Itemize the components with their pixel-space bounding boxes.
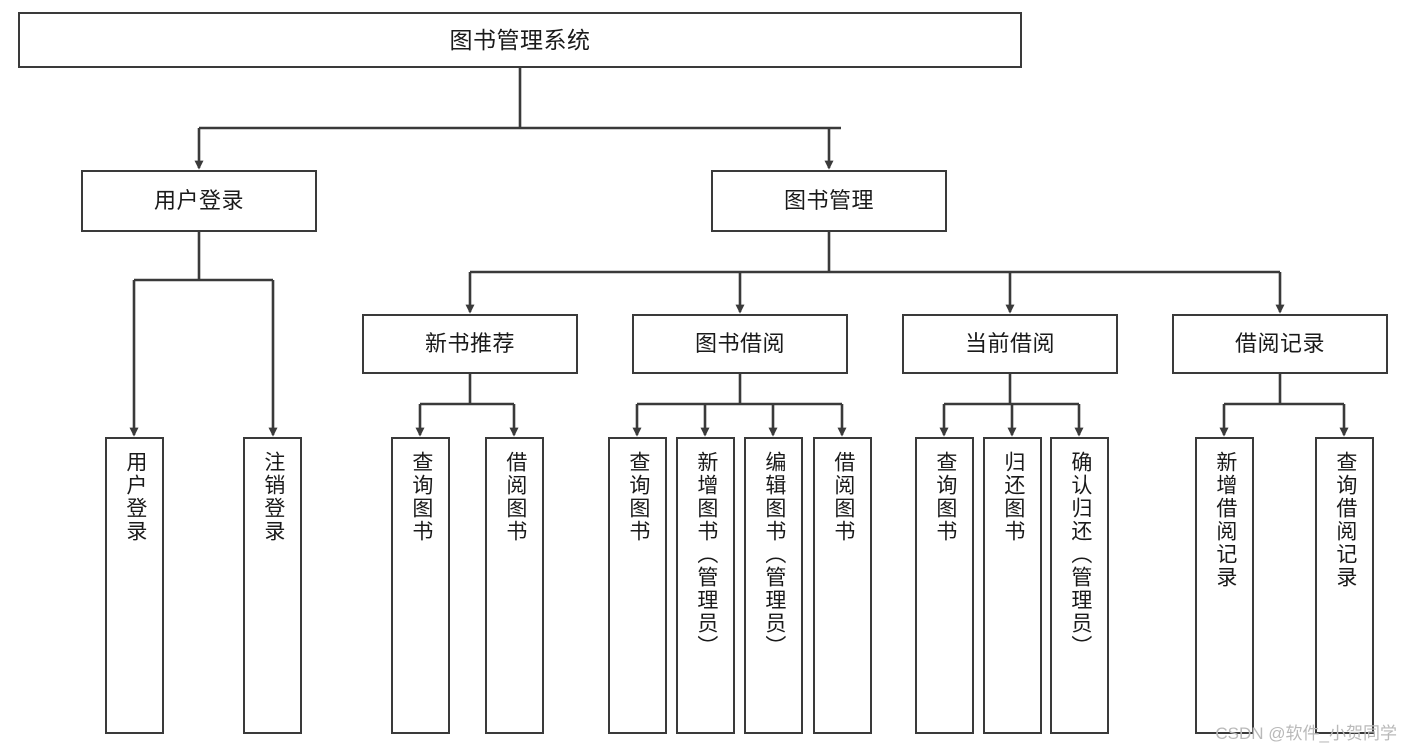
node-label: 查询图书 bbox=[409, 451, 433, 543]
node-label: 查询图书 bbox=[626, 451, 650, 543]
node-leaf-query-borrow-record[interactable]: 查询借阅记录 bbox=[1315, 437, 1374, 734]
node-label: 图书管理系统 bbox=[449, 26, 591, 53]
node-leaf-query-book-recommend[interactable]: 查询图书 bbox=[391, 437, 450, 734]
node-label: 归还图书 bbox=[1001, 451, 1025, 543]
node-label: 用户登录 bbox=[123, 451, 147, 543]
node-leaf-user-login[interactable]: 用户登录 bbox=[105, 437, 164, 734]
node-leaf-logout[interactable]: 注销登录 bbox=[243, 437, 302, 734]
node-label: 借阅图书 bbox=[831, 451, 855, 543]
node-label: 图书借阅 bbox=[694, 330, 785, 356]
node-label: 注销登录 bbox=[261, 451, 285, 543]
watermark: CSDN @软件_小贺同学 bbox=[1215, 724, 1397, 743]
node-new-book-recommendation[interactable]: 新书推荐 bbox=[362, 314, 578, 374]
node-label: 查询借阅记录 bbox=[1333, 451, 1357, 589]
node-label: 新增图书（管理员） bbox=[694, 451, 718, 658]
node-borrow-record[interactable]: 借阅记录 bbox=[1172, 314, 1388, 374]
node-label: 当前借阅 bbox=[964, 330, 1055, 356]
node-label: 查询图书 bbox=[933, 451, 957, 543]
node-leaf-borrow-book-recommend[interactable]: 借阅图书 bbox=[485, 437, 544, 734]
node-leaf-borrow-book[interactable]: 借阅图书 bbox=[813, 437, 872, 734]
node-leaf-query-book-borrow[interactable]: 查询图书 bbox=[608, 437, 667, 734]
node-leaf-edit-book-admin[interactable]: 编辑图书（管理员） bbox=[744, 437, 803, 734]
node-book-borrow[interactable]: 图书借阅 bbox=[632, 314, 848, 374]
node-label: 新书推荐 bbox=[424, 330, 515, 356]
node-leaf-add-book-admin[interactable]: 新增图书（管理员） bbox=[676, 437, 735, 734]
node-label: 确认归还（管理员） bbox=[1068, 451, 1092, 658]
node-current-borrow[interactable]: 当前借阅 bbox=[902, 314, 1118, 374]
node-root-book-management-system[interactable]: 图书管理系统 bbox=[18, 12, 1022, 68]
node-leaf-query-book-current[interactable]: 查询图书 bbox=[915, 437, 974, 734]
node-leaf-add-borrow-record[interactable]: 新增借阅记录 bbox=[1195, 437, 1254, 734]
node-label: 新增借阅记录 bbox=[1213, 451, 1237, 589]
node-leaf-return-book[interactable]: 归还图书 bbox=[983, 437, 1042, 734]
node-leaf-confirm-return-admin[interactable]: 确认归还（管理员） bbox=[1050, 437, 1109, 734]
node-label: 用户登录 bbox=[153, 187, 244, 213]
node-user-login[interactable]: 用户登录 bbox=[81, 170, 317, 232]
node-label: 编辑图书（管理员） bbox=[762, 451, 786, 658]
node-label: 借阅记录 bbox=[1234, 330, 1325, 356]
node-book-management[interactable]: 图书管理 bbox=[711, 170, 947, 232]
node-label: 图书管理 bbox=[783, 187, 874, 213]
node-label: 借阅图书 bbox=[503, 451, 527, 543]
